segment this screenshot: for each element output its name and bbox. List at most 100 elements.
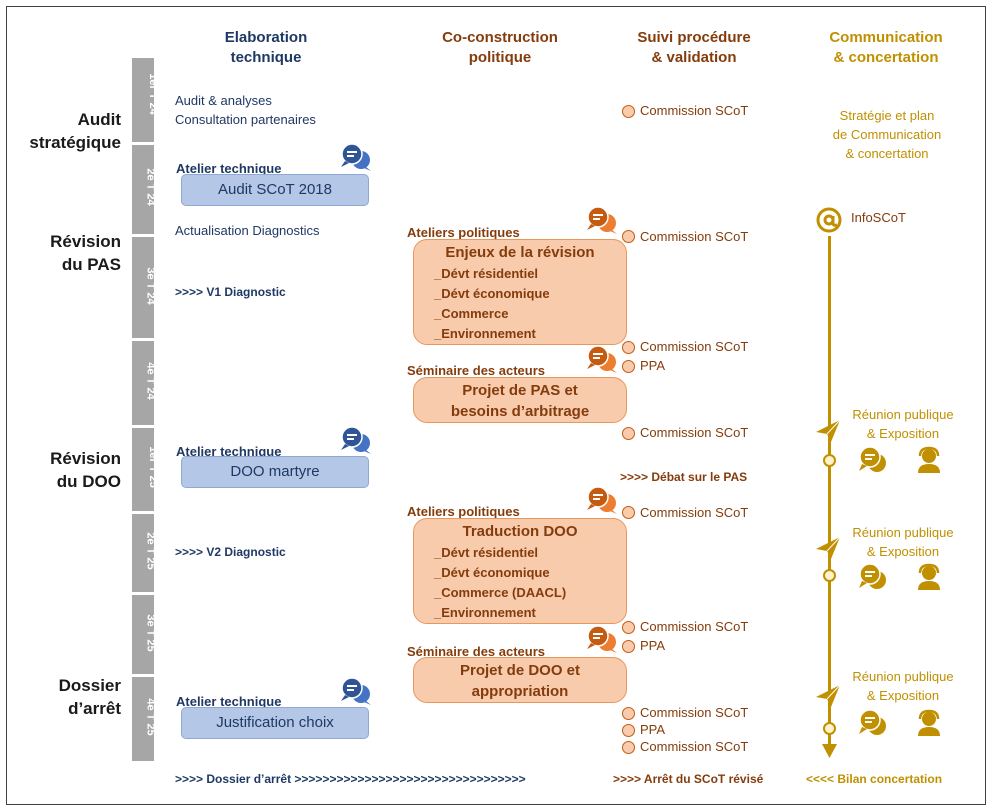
milestone-dot bbox=[622, 707, 635, 720]
doo-martyre-box: DOO martyre bbox=[181, 456, 369, 488]
chat-bubbles-icon bbox=[587, 486, 617, 514]
quarter-label-7: 3e T 25 bbox=[144, 614, 157, 652]
quarter-label-3: 3e T 24 bbox=[144, 267, 157, 305]
enjeux-item: _Commerce bbox=[434, 306, 509, 321]
discussion-icon bbox=[859, 446, 886, 472]
at-sign-icon bbox=[816, 207, 842, 233]
commission-scot-text: Commission SCoT bbox=[640, 739, 749, 754]
column-header-suivi: Suivi procédure & validation bbox=[637, 29, 751, 66]
actualisation-diagnostics-text: Actualisation Diagnostics bbox=[175, 223, 320, 238]
person-headset-icon bbox=[918, 563, 940, 590]
ateliers-politiques-label-2: Ateliers politiques bbox=[407, 504, 520, 519]
atelier-technique-label-1: Atelier technique bbox=[176, 161, 282, 176]
chat-bubbles-icon bbox=[587, 206, 617, 234]
dossier-arret-text: >>>> Dossier d’arrêt >>>>>>>>>>>>>>>>>>>… bbox=[175, 772, 526, 786]
enjeux-revision-title: Enjeux de la révision bbox=[445, 244, 595, 261]
atelier-technique-label-3: Atelier technique bbox=[176, 694, 282, 709]
milestone-dot bbox=[622, 640, 635, 653]
quarter-label-4: 4e T 24 bbox=[144, 362, 157, 400]
v1-diagnostic-text: >>>> V1 Diagnostic bbox=[175, 285, 286, 299]
enjeux-item: _Dévt résidentiel bbox=[434, 266, 539, 281]
atelier-technique-label-2: Atelier technique bbox=[176, 444, 282, 459]
phase-revision-pas: Révision du PAS bbox=[50, 232, 121, 274]
phase-audit-strategique: Audit stratégique bbox=[29, 110, 121, 152]
chat-bubbles-icon bbox=[587, 345, 617, 373]
chat-bubbles-icon bbox=[587, 625, 617, 653]
quarter-bar-6 bbox=[132, 514, 154, 592]
consultation-partenaires-text: Consultation partenaires bbox=[175, 112, 316, 127]
bilan-concertation-text: <<<< Bilan concertation bbox=[806, 772, 943, 786]
chat-bubbles-icon bbox=[341, 143, 371, 171]
traduction-item: _Commerce (DAACL) bbox=[434, 585, 567, 600]
discussion-icon bbox=[859, 709, 886, 735]
milestone-dot bbox=[622, 427, 635, 440]
traduction-doo-title: Traduction DOO bbox=[462, 523, 578, 540]
quarter-label-2: 2e T 24 bbox=[144, 168, 157, 206]
commission-scot-text: Commission SCoT bbox=[640, 505, 749, 520]
discussion-icon bbox=[859, 563, 886, 589]
reunion-publique-text: Réunion publique & Exposition bbox=[852, 669, 954, 703]
reunion-publique-text: Réunion publique & Exposition bbox=[852, 525, 954, 559]
strategie-communication-text: Stratégie et plan de Communication & con… bbox=[832, 108, 942, 161]
timeline-node bbox=[823, 454, 836, 467]
paper-plane-icon bbox=[816, 685, 840, 707]
quarter-label-6: 2e T 25 bbox=[144, 532, 157, 570]
quarter-bar-1 bbox=[132, 58, 154, 142]
commission-scot-text: Commission SCoT bbox=[640, 229, 749, 244]
traduction-doo-box: Traduction DOO _Dévt résidentiel _Dévt é… bbox=[413, 518, 627, 624]
chat-bubbles-icon bbox=[341, 426, 371, 454]
diagram-frame bbox=[6, 6, 986, 805]
v2-diagnostic-text: >>>> V2 Diagnostic bbox=[175, 545, 286, 559]
quarter-bar-3 bbox=[132, 237, 154, 338]
milestone-dot bbox=[622, 741, 635, 754]
paper-plane-icon bbox=[816, 537, 840, 559]
arrow-down-icon bbox=[822, 744, 837, 758]
chat-bubbles-icon bbox=[341, 677, 371, 705]
commission-scot-text: Commission SCoT bbox=[640, 103, 749, 118]
reunion-publique-text: Réunion publique & Exposition bbox=[852, 407, 954, 441]
person-headset-icon bbox=[918, 446, 940, 473]
timeline-node bbox=[823, 569, 836, 582]
timeline-node bbox=[823, 722, 836, 735]
milestone-dot bbox=[622, 724, 635, 737]
milestone-dot bbox=[622, 621, 635, 634]
quarter-bar-2 bbox=[132, 145, 154, 234]
paper-plane-icon bbox=[816, 420, 840, 442]
person-headset-icon bbox=[918, 709, 940, 736]
phase-dossier-arret: Dossier d’arrêt bbox=[58, 676, 121, 718]
communication-timeline bbox=[828, 236, 831, 748]
traduction-item: _Dévt économique bbox=[434, 565, 550, 580]
quarter-bar-8 bbox=[132, 677, 154, 761]
commission-scot-text: Commission SCoT bbox=[640, 619, 749, 634]
ppa-text: PPA bbox=[640, 358, 666, 373]
milestone-dot bbox=[622, 341, 635, 354]
enjeux-item: _Dévt économique bbox=[434, 286, 550, 301]
quarter-label-8: 4e T 25 bbox=[144, 698, 157, 736]
seminaire-acteurs-label-1: Séminaire des acteurs bbox=[407, 363, 546, 378]
quarter-bar-4 bbox=[132, 341, 154, 425]
milestone-dot bbox=[622, 105, 635, 118]
ppa-text: PPA bbox=[640, 722, 666, 737]
enjeux-revision-box: Enjeux de la révision _Dévt résidentiel … bbox=[413, 239, 627, 345]
infoscot-text: InfoSCoT bbox=[851, 210, 906, 225]
milestone-dot bbox=[622, 360, 635, 373]
quarter-bar-5 bbox=[132, 428, 154, 511]
audit-scot-2018-box: Audit SCoT 2018 bbox=[181, 174, 369, 206]
debat-pas-text: >>>> Débat sur le PAS bbox=[620, 470, 748, 484]
commission-scot-text: Commission SCoT bbox=[640, 705, 749, 720]
quarter-label-1: 1er T 24 bbox=[146, 73, 159, 115]
audit-analyses-text: Audit & analyses bbox=[175, 93, 272, 108]
projet-pas-box: Projet de PAS et besoins d’arbitrage bbox=[413, 377, 627, 423]
commission-scot-text: Commission SCoT bbox=[640, 425, 749, 440]
seminaire-acteurs-label-2: Séminaire des acteurs bbox=[407, 644, 546, 659]
quarter-bar-7 bbox=[132, 595, 154, 674]
ppa-text: PPA bbox=[640, 638, 666, 653]
column-header-coconstruction: Co-construction politique bbox=[442, 29, 558, 66]
column-header-elaboration: Elaboration technique bbox=[224, 29, 308, 66]
projet-doo-box: Projet de DOO et appropriation bbox=[413, 657, 627, 703]
justification-choix-box: Justification choix bbox=[181, 707, 369, 739]
column-header-communication: Communication & concertation bbox=[829, 29, 943, 66]
enjeux-item: _Environnement bbox=[434, 326, 536, 341]
phase-revision-doo: Révision du DOO bbox=[50, 449, 121, 491]
traduction-item: _Dévt résidentiel bbox=[434, 545, 539, 560]
